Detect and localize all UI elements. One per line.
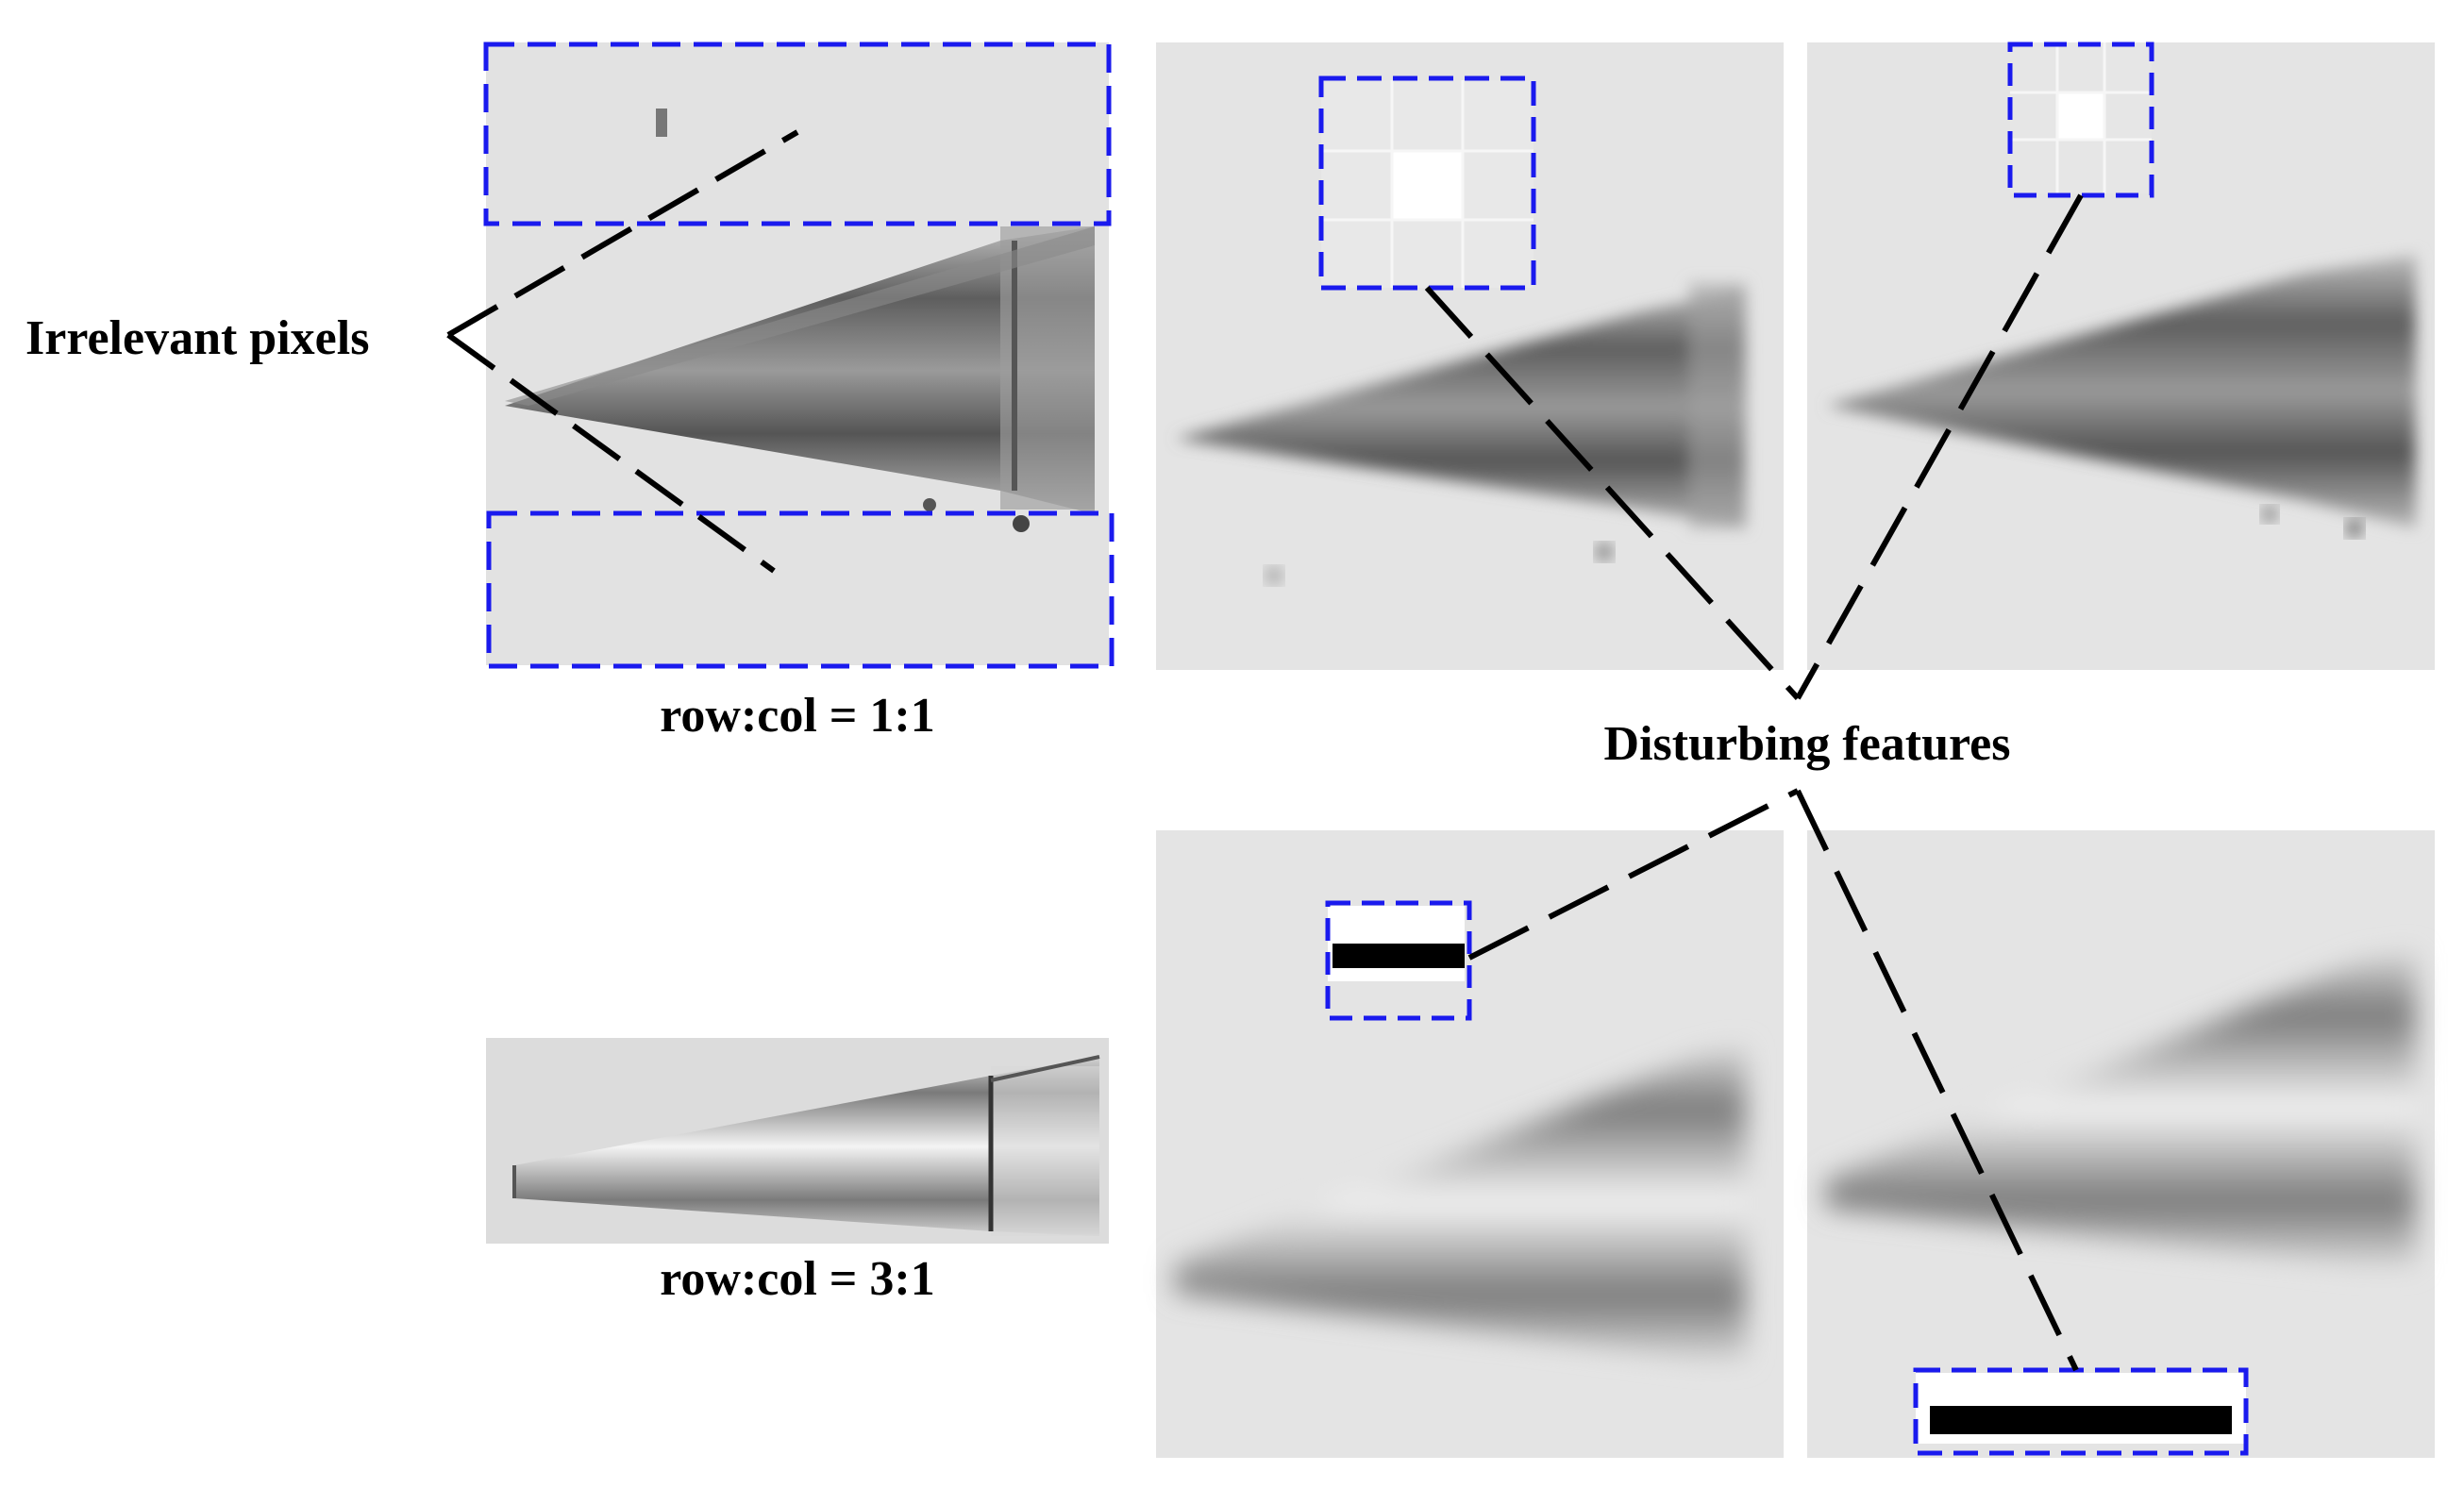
panel-resized-3-1 [486,1038,1109,1244]
panel-original-1-1 [486,42,1109,665]
ratio-label-top: row:col = 1:1 [660,689,934,743]
panel-top-right [1807,42,2435,670]
kernel-grid-3x3-small [2010,42,2152,193]
irrelevant-region-box-top [483,42,1112,226]
pipette-image [505,226,1095,514]
kernel-grid-3x3 [1321,80,1534,288]
disturbing-features-label: Disturbing features [1604,717,2011,771]
irrelevant-region-box-bottom [486,510,1115,669]
kernel-box-top-right [2007,42,2154,198]
leader-lines [446,129,2084,1372]
panel-bottom-right [1807,830,2435,1458]
panel-bottom-middle [1156,830,1784,1458]
kernel-box-bottom-right [1913,1367,2249,1456]
kernel-box-top-middle [1318,75,1536,291]
ratio-label-bottom: row:col = 3:1 [660,1252,934,1306]
kernel-bar-bottom-right [1916,1373,2246,1444]
kernel-box-bottom-middle [1325,900,1472,1021]
kernel-bar-bottom-middle [1328,906,1465,981]
irrelevant-pixels-label: Irrelevant pixels [25,311,369,365]
